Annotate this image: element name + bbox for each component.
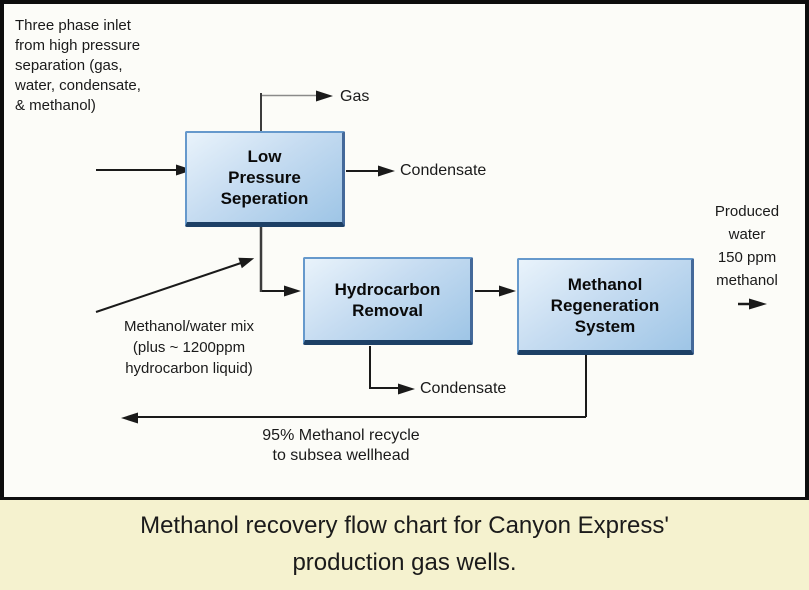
condensate-top-label: Condensate xyxy=(400,162,487,179)
flow-diagram: Three phase inlet from high pressure sep… xyxy=(15,16,802,466)
produced-water-note-line: 150 ppm xyxy=(717,249,777,266)
recycle-note-line: 95% Methanol recycle xyxy=(262,427,420,444)
inlet-note-line: & methanol) xyxy=(15,97,96,114)
connector-lines xyxy=(95,90,767,424)
recycle-arrow xyxy=(121,354,587,424)
gas-label: Gas xyxy=(340,88,370,105)
caption-line: production gas wells. xyxy=(292,549,517,576)
box-label-line: Low xyxy=(247,147,282,166)
hr-to-mrs-arrow xyxy=(475,285,516,297)
box-label-line: Hydrocarbon xyxy=(334,279,441,299)
condensate-top-arrow xyxy=(346,165,395,177)
inlet-note-line: separation (gas, xyxy=(15,57,123,74)
box-label-line: Methanol xyxy=(567,274,643,294)
produced-water-note: Produced water 150 ppm methanol xyxy=(692,200,802,292)
produced-water-note-line: Produced xyxy=(714,203,780,220)
caption-line: Methanol recovery flow chart for Canyon … xyxy=(140,512,669,539)
box-label-line: Seperation xyxy=(220,189,309,208)
methanol-water-note-line: hydrocarbon liquid) xyxy=(125,360,253,377)
hydrocarbon-removal-box: Hydrocarbon Removal xyxy=(303,257,473,345)
methanol-water-note: Methanol/water mix (plus ~ 1200ppm hydro… xyxy=(88,316,290,379)
inlet-note-line: Three phase inlet xyxy=(15,17,131,34)
inlet-note: Three phase inlet from high pressure sep… xyxy=(15,16,190,116)
figure-caption: Methanol recovery flow chart for Canyon … xyxy=(0,497,809,590)
inlet-arrow xyxy=(96,164,193,176)
methanol-water-pointer-arrow xyxy=(95,257,255,313)
box-label-line: Regeneration xyxy=(550,295,660,315)
condensate-bottom-label: Condensate xyxy=(420,380,507,397)
produced-water-note-line: methanol xyxy=(716,272,778,289)
recycle-note-line: to subsea wellhead xyxy=(272,447,410,464)
box-label-line: System xyxy=(574,316,636,336)
box-label-line: Pressure xyxy=(228,168,301,187)
recycle-note: 95% Methanol recycle to subsea wellhead xyxy=(230,426,452,466)
methanol-water-note-line: Methanol/water mix xyxy=(123,318,255,335)
produced-water-arrow xyxy=(738,298,767,310)
methanol-regeneration-box: Methanol Regeneration System xyxy=(517,258,694,355)
inlet-note-line: water, condensate, xyxy=(15,77,141,94)
produced-water-note-line: water xyxy=(728,226,766,243)
lps-to-hr-line xyxy=(259,227,301,297)
low-pressure-separation-box: Low Pressure Seperation xyxy=(185,131,345,227)
box-label-line: Removal xyxy=(352,300,423,320)
condensate-bottom-arrow xyxy=(369,346,415,395)
gas-arrow xyxy=(260,90,333,131)
inlet-note-line: from high pressure xyxy=(15,37,141,54)
methanol-water-note-line: (plus ~ 1200ppm xyxy=(132,339,246,356)
